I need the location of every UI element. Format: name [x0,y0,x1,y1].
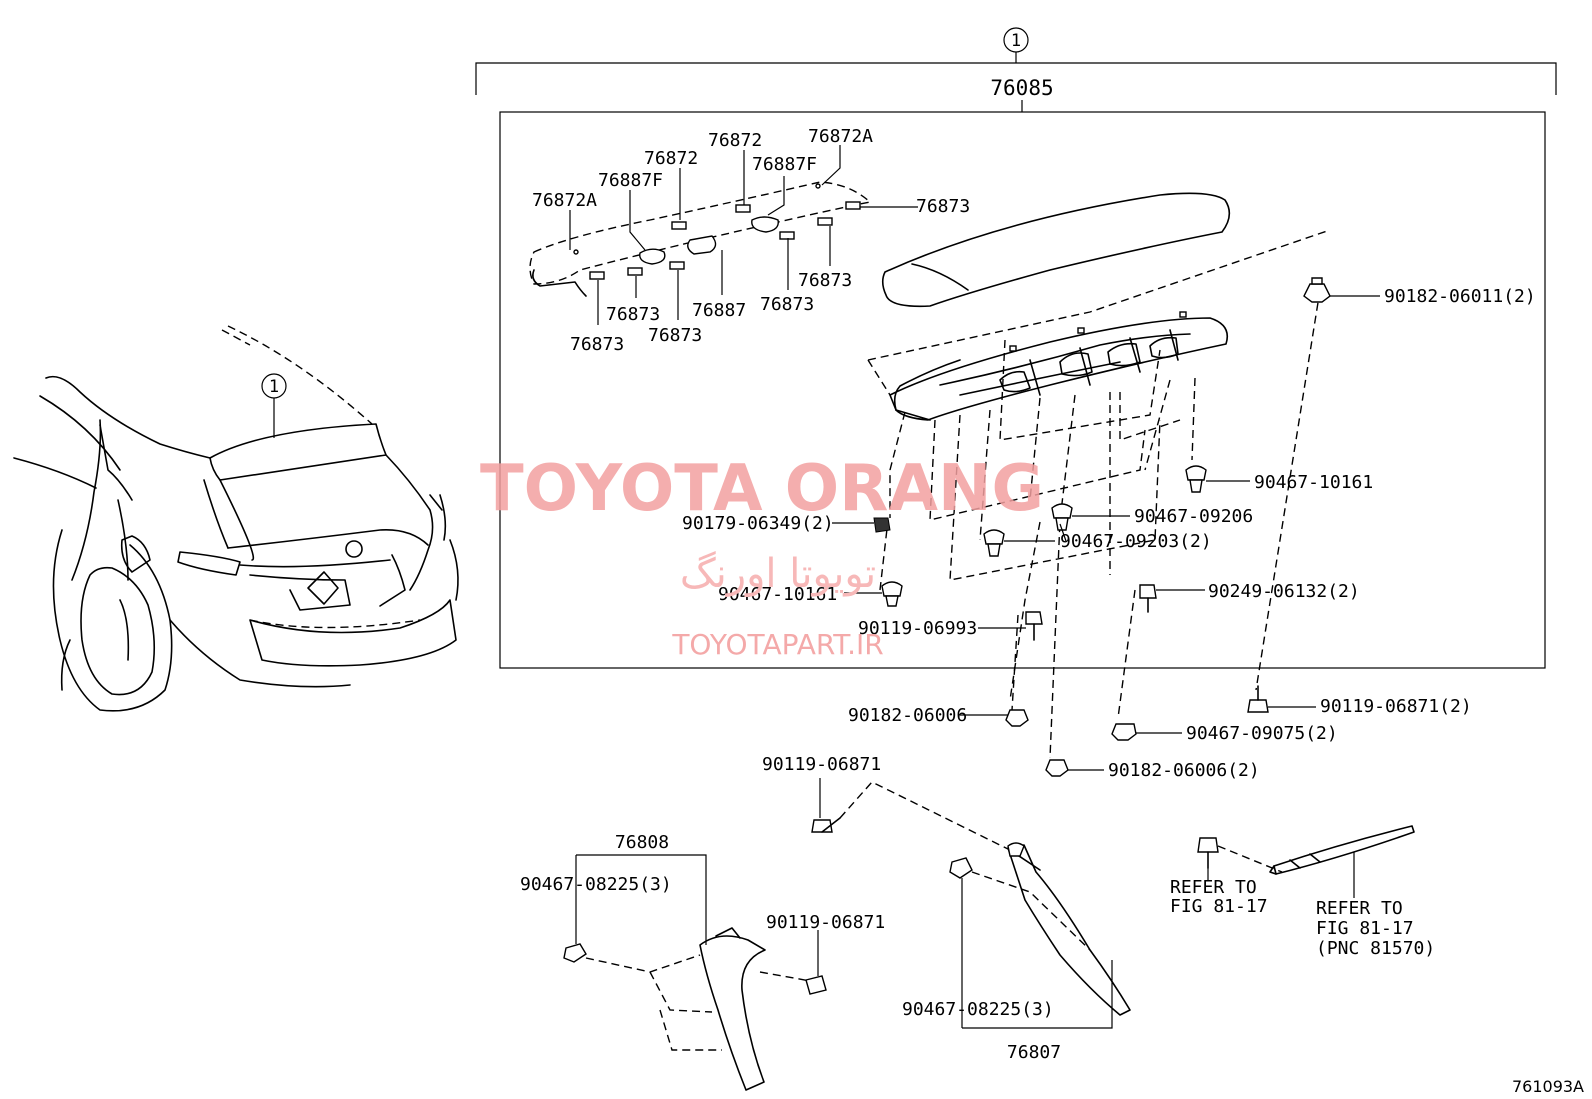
refer1-line1: REFER TO [1170,877,1257,898]
label-90182-06011: 90182-06011(2) [1384,286,1536,307]
spoiler-tape-sheet [529,181,872,297]
part-labels: 76872A 76887F 76872 76872 76887F 76872A … [520,126,1536,1020]
molding-refer-pnc-81570 [1269,825,1415,875]
label-76808: 76808 [615,832,669,853]
clip-90467-08225-right [949,857,973,879]
refer2-line1: REFER TO [1316,898,1403,919]
bolt-90119-06871-top [811,817,841,833]
label-76873-lower3: 76873 [570,334,624,355]
label-76085: 76085 [990,76,1053,100]
watermark-latin: TOYOTA ORANG [480,452,1044,526]
label-76873-lower2: 76873 [648,325,702,346]
clip-90467-09203 [983,529,1005,557]
refer2-line2: FIG 81-17 [1316,918,1414,939]
label-90467-10161-left: 90467-10161 [718,584,837,605]
refer2-line3: (PNC 81570) [1316,938,1435,959]
bolt-90119-06871-right [1247,685,1269,713]
label-90467-09206: 90467-09206 [1134,506,1253,527]
label-76872a-left: 76872A [532,190,597,211]
bolt-90249-06132 [1139,584,1157,613]
clip-90467-10161-right [1185,465,1207,493]
clip-90467-09075 [1111,723,1137,741]
label-76873-mid1: 76873 [798,270,852,291]
vehicle-rear-illustration [13,325,459,712]
label-90467-08225-right: 90467-08225(3) [902,999,1054,1020]
label-90119-06871-top: 90119-06871 [762,754,881,775]
watermark-persian: تویوتا اورنگ [680,551,876,597]
fastener-90182-06011 [1303,277,1331,303]
clip-90467-10161-left [881,581,903,607]
label-76873-right: 76873 [916,196,970,217]
label-90179-06349: 90179-06349(2) [682,513,834,534]
clip-90467-08225-left [563,943,587,963]
label-90119-06871-right: 90119-06871(2) [1320,696,1472,717]
refer1-line2: FIG 81-17 [1170,896,1268,917]
callout-1-assembly: 1 [475,27,1557,95]
label-76887f-right: 76887F [752,154,817,175]
spoiler-cover [881,192,1231,308]
label-90467-09075: 90467-09075(2) [1186,723,1338,744]
label-76873-lower1: 76873 [606,304,660,325]
garnish-76807 [1007,842,1131,1016]
watermark: TOYOTA ORANG تویوتا اورنگ TOYOTAPART.IR [480,452,1044,661]
nut-90182-06006 [1005,709,1029,727]
label-76887: 76887 [692,300,746,321]
label-90182-06006-a: 90182-06006 [848,705,967,726]
label-90467-10161-right: 90467-10161 [1254,472,1373,493]
label-76887f-left: 76887F [598,170,663,191]
callout-1-vehicle: 1 [261,373,287,399]
label-76807: 76807 [1007,1042,1061,1063]
spoiler-frame [867,229,1331,421]
bolt-90119-06993 [1025,611,1043,641]
label-90119-06871-mid: 90119-06871 [766,912,885,933]
label-90119-06993: 90119-06993 [858,618,977,639]
label-90249-06132: 90249-06132(2) [1208,581,1360,602]
callout-1-assembly-number: 1 [1011,31,1021,51]
callout-1-vehicle-number: 1 [269,377,279,397]
clip-90467-09206 [1051,503,1073,531]
clip-refer-fig-81-17 [1197,837,1219,869]
garnish-76808 [699,927,766,1091]
figure-code: 761093A [1512,1077,1584,1096]
bolt-90119-06871-mid [805,975,827,995]
label-76873-mid2: 76873 [760,294,814,315]
label-76872-b: 76872 [708,130,762,151]
assembly-box [499,111,1546,669]
nut-90179-06349 [873,517,891,533]
label-76872-a: 76872 [644,148,698,169]
label-90467-09203: 90467-09203(2) [1060,531,1212,552]
label-90467-08225-left: 90467-08225(3) [520,874,672,895]
label-90182-06006-b: 90182-06006(2) [1108,760,1260,781]
nut-90182-06006-2 [1045,759,1069,777]
label-76872a-right: 76872A [808,126,873,147]
watermark-site: TOYOTAPART.IR [671,628,883,661]
